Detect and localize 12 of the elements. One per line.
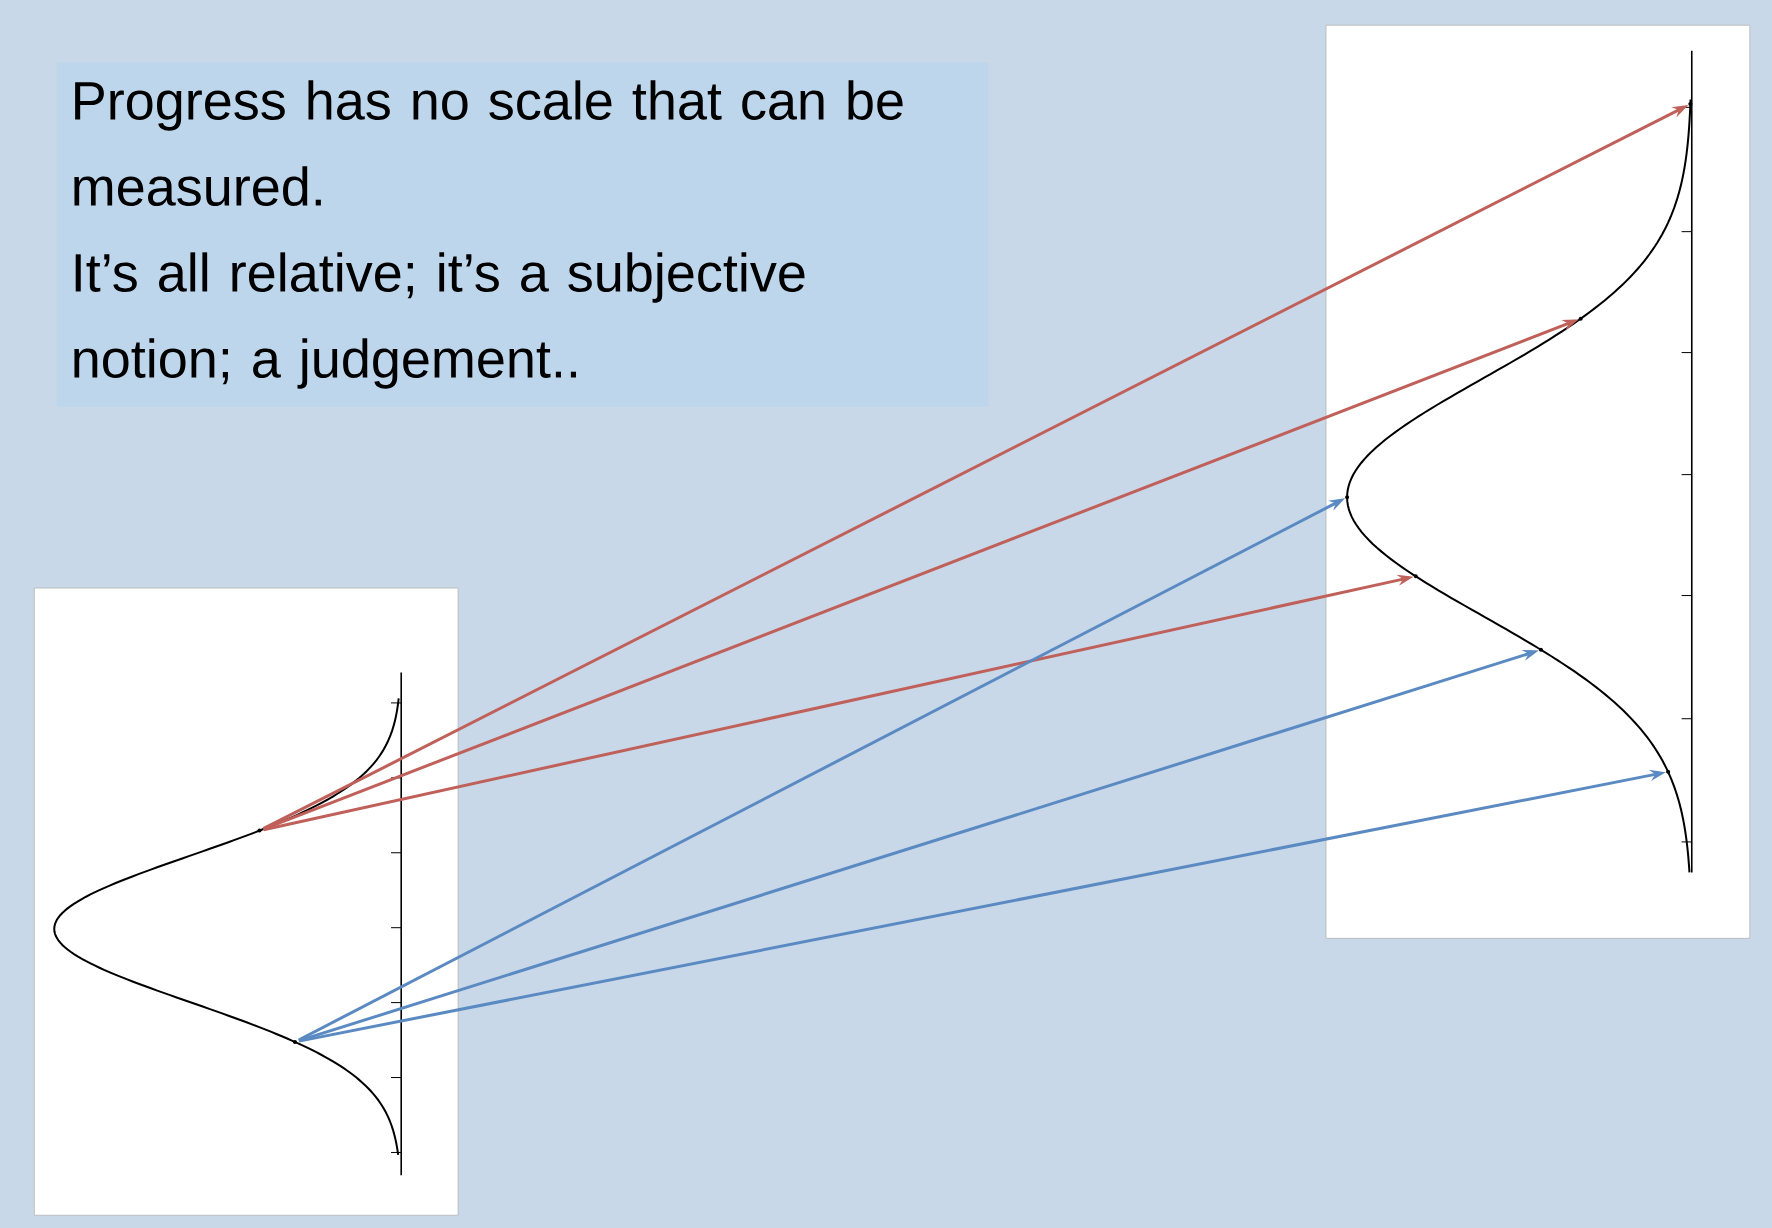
curve-point	[1538, 647, 1543, 652]
curve-point	[257, 828, 262, 833]
body-text: It’s all relative; it’s a subjective notion; a judgement..	[74, 252, 805, 389]
curve-point	[292, 1039, 297, 1044]
chart-panel	[1325, 24, 1751, 939]
body-text: Progress has no scale that can be measured.	[74, 80, 903, 206]
curve-point	[1345, 495, 1350, 500]
chart-panel	[33, 587, 459, 1216]
curve-point	[1666, 769, 1671, 774]
curve-point	[1688, 101, 1693, 106]
curve-point	[1578, 316, 1583, 321]
curve-point	[1413, 574, 1418, 579]
